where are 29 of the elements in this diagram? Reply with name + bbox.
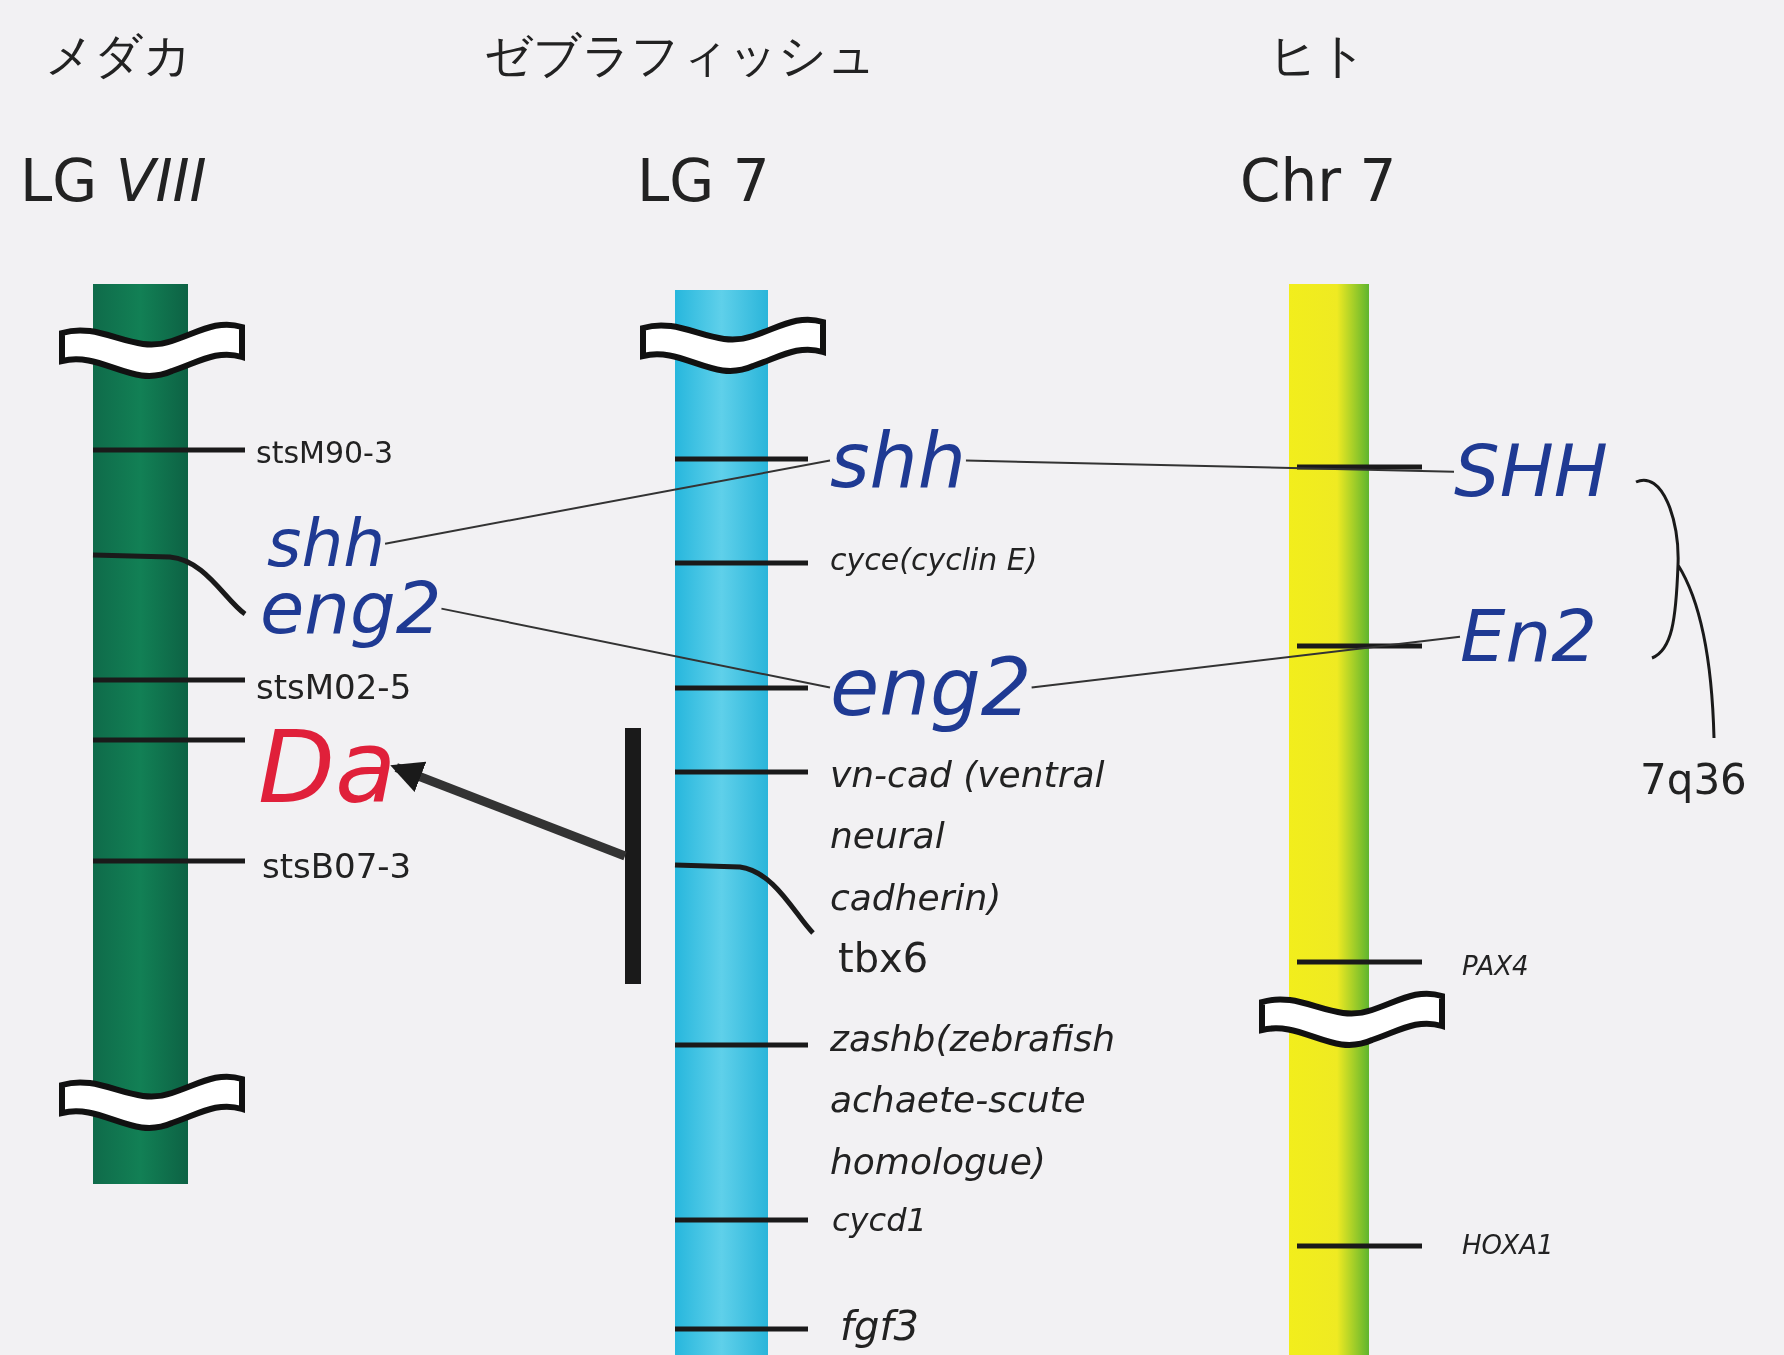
gene-label: shh [830,416,966,505]
gene-label: Da [258,710,397,825]
gene-label: En2 [1460,595,1597,679]
marker-label: stsM90-3 [256,435,393,471]
marker-label: HOXA1 [1462,1230,1554,1261]
marker-label: cyce(cyclin E) [830,542,1038,578]
linkage-group-heading: LG VIII [20,148,207,216]
marker-label: tbx6 [838,934,929,981]
species-heading: メダカ [45,28,192,84]
connector-line [384,459,831,545]
marker-label: stsM02-5 [256,668,412,708]
connector-line [440,607,831,689]
linkage-group-heading: LG 7 [637,148,770,216]
gene-label: SHH [1454,430,1608,514]
connector-line [964,459,1455,473]
band-label: 7q36 [1640,755,1747,804]
marker-label: vn-cad (ventral neural cadherin) [830,753,1106,920]
marker-label: zashb(zebrafish achaete-scute homologue) [830,1017,1116,1184]
marker-label: stsB07-3 [262,847,412,887]
region-bar [625,728,641,984]
gene-label: eng2 [830,641,1032,734]
linkage-group-heading: Chr 7 [1240,148,1397,216]
marker-label: PAX4 [1462,951,1529,982]
marker-label: cycd1 [832,1202,927,1240]
arrow [390,761,627,861]
species-heading: ゼブラフィッシュ [484,28,876,84]
connector-line [1030,635,1461,689]
species-heading: ヒト [1269,28,1367,84]
marker-label: fgf3 [840,1302,919,1349]
